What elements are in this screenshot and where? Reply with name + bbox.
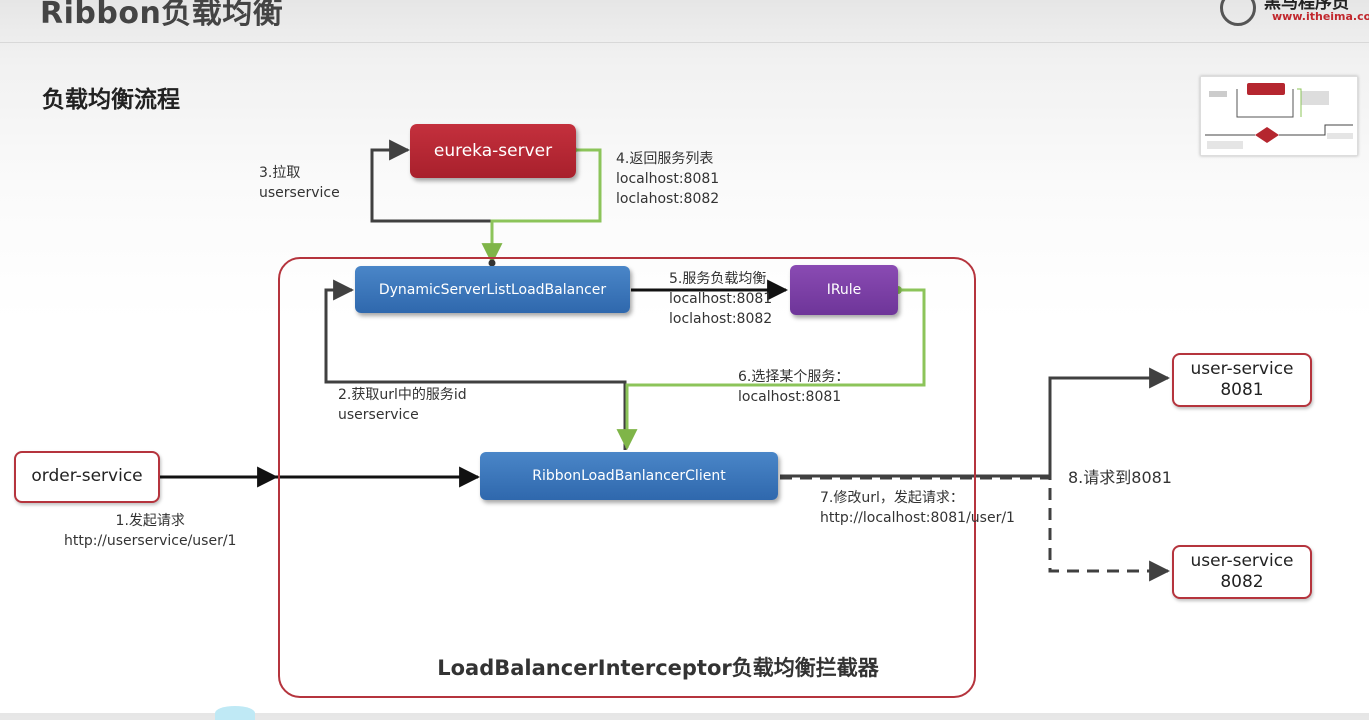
thumbnail-diagram-icon [1205,83,1353,149]
eureka-server-node[interactable]: eureka-server [410,124,576,178]
user-service-8082-node[interactable]: user-service 8082 [1172,545,1312,599]
step1-label: 1.发起请求 http://userservice/user/1 [64,513,237,549]
interceptor-frame [278,257,976,698]
connector-modify-url-solid [780,367,1171,478]
connector-modify-url-dashed [780,476,1171,582]
step2-label: 2.获取url中的服务id userservice [338,387,467,423]
step8-label: 8.请求到8081 [1068,468,1172,487]
user-service-8082-name: user-service [1190,550,1294,571]
logo-url-text: www.itheima.com [1272,10,1369,23]
user-service-8082-port: 8082 [1220,572,1264,592]
interceptor-frame-label: LoadBalancerInterceptor负载均衡拦截器 [437,656,879,680]
logo-brand-text: 黑马程序员 [1264,0,1349,13]
step7-label: 7.修改url，发起请求： http://localhost:8081/user… [820,490,1015,526]
brand-logo: 黑马程序员 www.itheima.com [1220,0,1369,30]
ribbon-load-balancer-client-node[interactable]: RibbonLoadBanlancerClient [480,452,778,500]
order-service-node[interactable]: order-service [14,451,160,503]
connector-choose-service [616,288,926,451]
connector-return-list [481,148,602,265]
step5-label: 5.服务负载均衡 localhost:8081 loclahost:8082 [669,271,773,327]
header-divider [0,42,1369,43]
slide-thumbnail[interactable] [1200,76,1358,156]
logo-mark-icon [1220,0,1256,26]
user-service-8081-port: 8081 [1220,380,1264,400]
user-service-8081-node[interactable]: user-service 8081 [1172,353,1312,407]
step4-label: 4.返回服务列表 localhost:8081 loclahost:8082 [616,151,720,207]
user-service-8081-name: user-service [1190,358,1294,379]
dynamic-server-list-load-balancer-node[interactable]: DynamicServerListLoadBalancer [355,266,630,313]
slide-title: Ribbon负载均衡 [40,0,284,31]
step3-label: 3.拉取 userservice [259,165,340,201]
section-title: 负载均衡流程 [42,87,180,113]
decorative-cursor-blob [215,706,255,720]
step6-label: 6.选择某个服务： localhost:8081 [738,369,850,405]
irule-node[interactable]: IRule [790,265,898,315]
connector-get-service-id [324,279,627,450]
